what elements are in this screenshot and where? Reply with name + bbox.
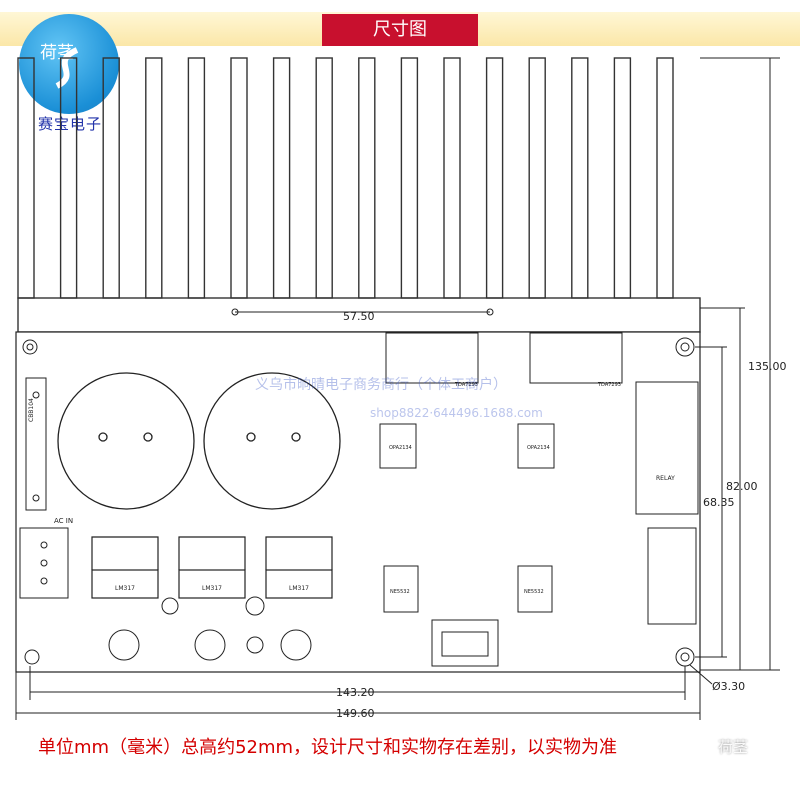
lm317-3: LM317 xyxy=(289,585,309,592)
mounting-holes xyxy=(22,337,695,667)
page-title: 尺寸图 xyxy=(322,14,478,46)
cbb-label: CBB104 xyxy=(28,398,35,422)
heatsink-fin xyxy=(528,57,546,299)
dim-top-span-label: 57.50 xyxy=(343,310,375,323)
heatsink-fin xyxy=(59,57,78,299)
heatsink-fin xyxy=(187,57,206,299)
filter-capacitors xyxy=(57,372,341,510)
relay-label: RELAY xyxy=(656,475,675,482)
opa-1: OPA2134 xyxy=(389,445,412,451)
shop-url-watermark: shop8822·644496.1688.com xyxy=(370,406,543,420)
vertical-dimensions xyxy=(695,57,780,671)
ne-2: NE5532 xyxy=(524,589,544,595)
heatsink-fin xyxy=(272,57,291,299)
opamp-chips xyxy=(379,423,555,613)
heatsink-fin xyxy=(400,57,419,299)
heatsink-fin xyxy=(656,57,674,299)
corner-watermark: 荷茎 xyxy=(718,738,749,756)
heatsink-fin xyxy=(102,57,120,299)
brand-logo xyxy=(19,14,119,114)
heatsink-fin xyxy=(571,57,589,299)
logo-brand: 赛宝电子 xyxy=(38,115,103,133)
ne-1: NE5532 xyxy=(390,589,410,595)
heatsink-fin xyxy=(145,57,163,299)
tda-label-1: TDA7293 xyxy=(454,382,478,388)
dim-height-total: 135.00 xyxy=(748,360,787,373)
heatsink-fin xyxy=(358,57,376,299)
lm317-2: LM317 xyxy=(202,585,222,592)
opa-2: OPA2134 xyxy=(527,445,550,451)
output-connector xyxy=(431,619,499,667)
dim-top-span xyxy=(231,308,494,316)
heatsink-fin xyxy=(485,57,504,299)
logo-swirl-icon xyxy=(55,47,79,89)
cbb-cap xyxy=(25,377,47,511)
dim-width-total: 149.60 xyxy=(336,707,375,720)
regulators xyxy=(91,536,333,599)
ac-input-terminal xyxy=(19,527,69,599)
dim-width-holes: 143.20 xyxy=(336,686,375,699)
heatsink-fin xyxy=(315,57,333,299)
footer-note: 单位mm（毫米）总高约52mm，设计尺寸和实物存在差别，以实物为准 xyxy=(38,737,618,758)
top-headers xyxy=(385,332,623,384)
heatsink-fin xyxy=(443,57,461,299)
pcb-board xyxy=(15,331,701,673)
horizontal-dimensions xyxy=(15,664,713,720)
heatsink xyxy=(17,57,701,333)
small-capacitors xyxy=(108,596,312,661)
tda-label-2: TDA7293 xyxy=(597,382,621,388)
heatsink-fin xyxy=(17,57,35,299)
dim-height-hole: 68.35 xyxy=(703,496,735,509)
ac-in-label: AC IN xyxy=(54,517,73,525)
shop-name-watermark: 义乌市晌晴电子商务商行（个体工商户） xyxy=(255,377,507,393)
relay-block xyxy=(635,381,699,625)
heatsink-fin xyxy=(230,57,248,299)
dim-hole-dia: Ø3.30 xyxy=(712,680,745,693)
heatsink-fin xyxy=(613,57,632,299)
lm317-1: LM317 xyxy=(115,585,135,592)
dim-height-board: 82.00 xyxy=(726,480,758,493)
